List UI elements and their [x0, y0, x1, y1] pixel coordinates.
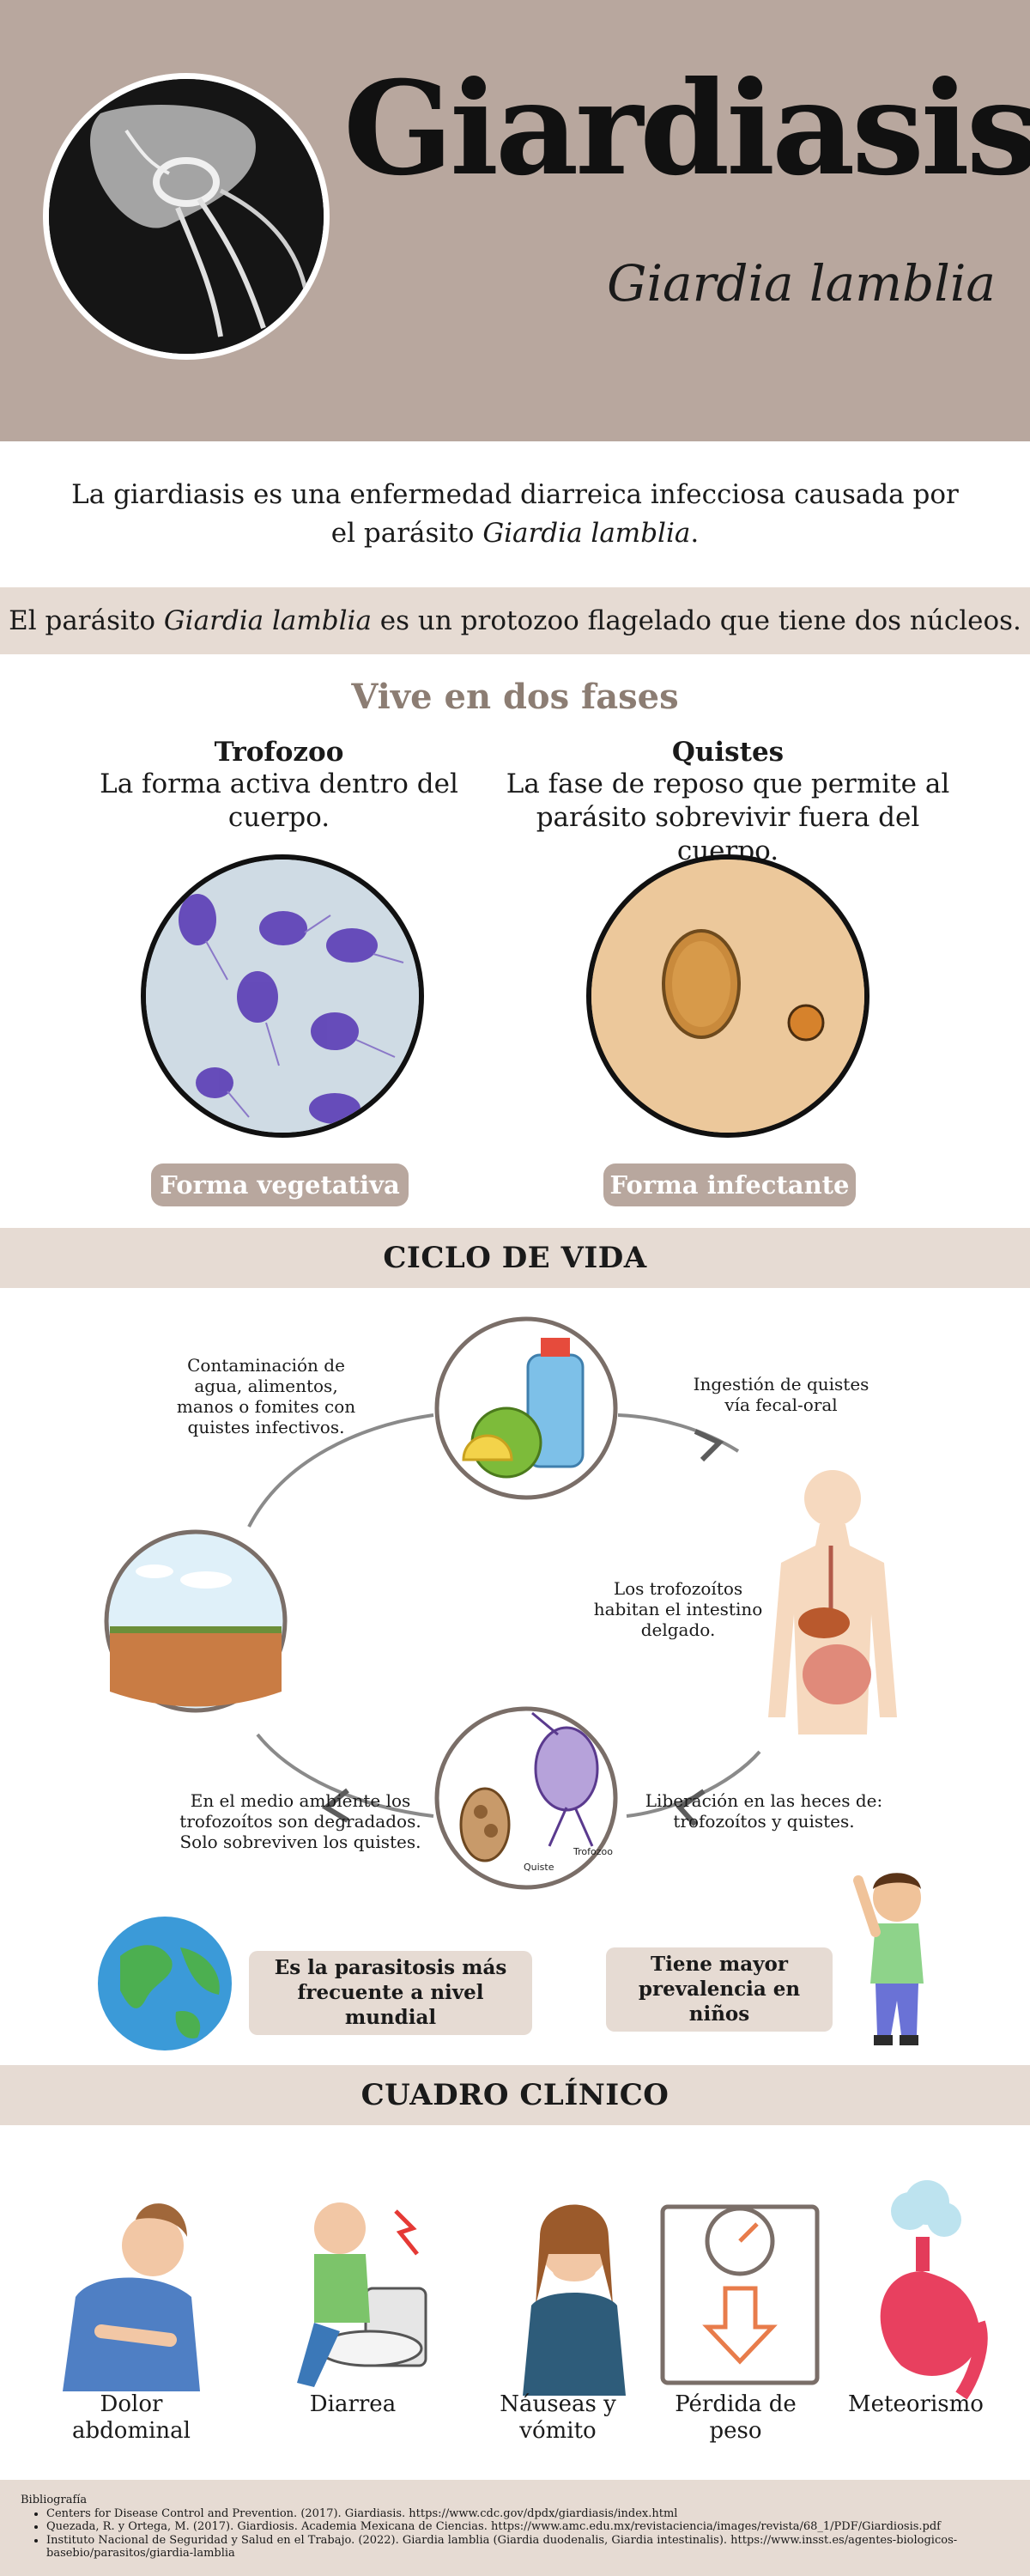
fact-children-prevalence: Tiene mayor prevalencia en niños: [606, 1947, 833, 2032]
bibliography-list: Centers for Disease Control and Preventi…: [46, 2507, 1009, 2561]
section-title-life-cycle: CICLO DE VIDA: [0, 1228, 1030, 1288]
clinical-label-weight-loss: Pérdida de peso: [645, 2391, 826, 2445]
label-environment-line-3: Solo sobreviven los quistes.: [179, 1832, 421, 1852]
weight-loss-scale-icon: [660, 2204, 820, 2385]
intro-line-2: el parásito Giardia lamblia.: [0, 514, 1030, 553]
phase-trofozoo-desc-1: La forma activa dentro del: [100, 769, 458, 799]
parasite-description-band: El parásito Giardia lamblia es un protoz…: [0, 587, 1030, 654]
parasite-suffix: es un protozoo flagelado que tiene dos n…: [371, 605, 1021, 636]
fact-world-line-2: frecuente a nivel mundial: [297, 1980, 484, 2029]
parasite-species: Giardia lamblia: [163, 605, 372, 636]
page-subtitle: Giardia lamblia: [607, 254, 996, 313]
bibliography-ref: Quezada, R. y Ortega, M. (2017). Giardio…: [46, 2520, 1009, 2534]
label-environment-line-2: trofozoítos son degradados.: [179, 1811, 421, 1832]
intro-line-1: La giardiasis es una enfermedad diarreic…: [71, 479, 959, 510]
bibliography-title: Bibliografía: [21, 2494, 88, 2506]
clinical-label-0-line-2: abdominal: [72, 2418, 191, 2445]
parasite-forms-icon: Trofozoo Quiste: [434, 1706, 618, 1890]
intro-line-2-prefix: el parásito: [330, 517, 483, 549]
label-ingestion-line-1: Ingestión de quistes: [693, 1374, 869, 1394]
bloating-stomach-icon: [880, 2180, 988, 2400]
label-release-feces: Liberación en las heces de: trofozoítos …: [635, 1790, 893, 1832]
label-contamination-line-4: quistes infectivos.: [187, 1417, 345, 1437]
bibliography-ref: Centers for Disease Control and Preventi…: [46, 2507, 1009, 2521]
label-release-line-1: Liberación en las heces de:: [645, 1790, 883, 1811]
fact-children-line-2: prevalencia en niños: [638, 1977, 801, 2026]
label-trophozoites-line-3: delgado.: [640, 1619, 716, 1640]
label-trophozoites-line-1: Los trofozoítos: [613, 1578, 743, 1599]
life-cycle-diagram: Trofozoo Quiste: [104, 1316, 897, 1890]
child-icon: [853, 1873, 924, 2045]
phase-quistes: Quistes La fase de reposo que permite al…: [488, 737, 968, 867]
parasite-prefix: El parásito: [9, 605, 164, 636]
intro-line-2-suffix: .: [690, 517, 700, 549]
diarrhea-icon: [297, 2202, 427, 2387]
phase-trofozoo: Trofozoo La forma activa dentro del cuer…: [39, 737, 519, 835]
trophozoite-microscope-photo: [141, 854, 424, 1138]
label-environment: En el medio ambiente los trofozoítos son…: [172, 1790, 429, 1852]
label-ingestion: Ingestión de quistes vía fecal-oral: [678, 1374, 884, 1415]
label-release-line-2: trofozoítos y quistes.: [673, 1811, 855, 1832]
clinical-label-1-line-1: Diarrea: [309, 2391, 397, 2417]
intro-text: La giardiasis es una enfermedad diarreic…: [0, 441, 1030, 587]
food-water-icon: [434, 1316, 618, 1500]
header: Giardiasis Giardia lamblia: [0, 0, 1030, 441]
clinical-label-3-line-1: Pérdida de: [675, 2391, 797, 2417]
fact-world-line-1: Es la parasitosis más: [274, 1956, 507, 1979]
globe-icon: [98, 1917, 232, 2050]
diagram-label-trofozoo: Trofozoo: [573, 1846, 613, 1857]
clinical-label-meteorism: Meteorismo: [826, 2391, 1006, 2418]
label-trophozoites-intestine: Los trofozoítos habitan el intestino del…: [584, 1578, 772, 1640]
label-environment-line-1: En el medio ambiente los: [190, 1790, 411, 1811]
clinical-label-abdominal-pain: Dolor abdominal: [41, 2391, 221, 2445]
phase-quistes-desc-1: La fase de reposo que permite al: [506, 769, 950, 799]
diagram-label-quiste: Quiste: [524, 1862, 554, 1873]
clinical-label-4-line-1: Meteorismo: [848, 2391, 984, 2417]
nausea-vomit-icon: [523, 2204, 626, 2396]
clinical-label-0-line-1: Dolor: [100, 2391, 163, 2417]
giardia-microscope-photo: [43, 73, 330, 360]
arrow-icon: [676, 1789, 706, 1827]
pill-forma-vegetativa: Forma vegetativa: [151, 1163, 409, 1206]
clinical-label-diarrhea: Diarrea: [263, 2391, 443, 2418]
bibliography: Bibliografía Centers for Disease Control…: [0, 2480, 1030, 2576]
page-title: Giardiasis: [343, 53, 1030, 204]
intro-line-2-species: Giardia lamblia: [482, 517, 691, 549]
label-contamination: Contaminación de agua, alimentos, manos …: [154, 1355, 378, 1437]
arrow-icon: [694, 1429, 724, 1462]
clinical-label-2-line-1: Náuseas y: [500, 2391, 616, 2417]
label-ingestion-line-2: vía fecal-oral: [724, 1394, 838, 1415]
clinical-label-2-line-2: vómito: [519, 2418, 597, 2445]
abdominal-pain-icon: [63, 2203, 200, 2391]
cyst-microscope-photo: [586, 854, 869, 1138]
soil-icon: [104, 1529, 288, 1713]
label-contamination-line-2: agua, alimentos,: [194, 1376, 338, 1396]
pill-forma-infectante: Forma infectante: [603, 1163, 856, 1206]
label-contamination-line-1: Contaminación de: [187, 1355, 345, 1376]
phase-quistes-name: Quistes: [671, 737, 785, 768]
phase-trofozoo-desc-2: cuerpo.: [227, 801, 330, 833]
arrow-icon: [321, 1788, 349, 1823]
label-trophozoites-line-2: habitan el intestino: [593, 1599, 763, 1619]
phases-title: Vive en dos fases: [351, 677, 679, 717]
label-contamination-line-3: manos o fomites con: [176, 1396, 356, 1417]
fact-children-line-1: Tiene mayor: [651, 1953, 788, 1976]
clinical-label-3-line-2: peso: [709, 2418, 762, 2445]
human-digestive-system-icon: [768, 1470, 897, 1735]
bibliography-ref: Instituto Nacional de Seguridad y Salud …: [46, 2534, 1009, 2561]
phase-trofozoo-name: Trofozoo: [214, 737, 344, 768]
fact-world-frequency: Es la parasitosis más frecuente a nivel …: [249, 1951, 532, 2036]
clinical-label-nausea: Náuseas y vómito: [468, 2391, 648, 2445]
section-title-clinical: CUADRO CLÍNICO: [0, 2065, 1030, 2125]
